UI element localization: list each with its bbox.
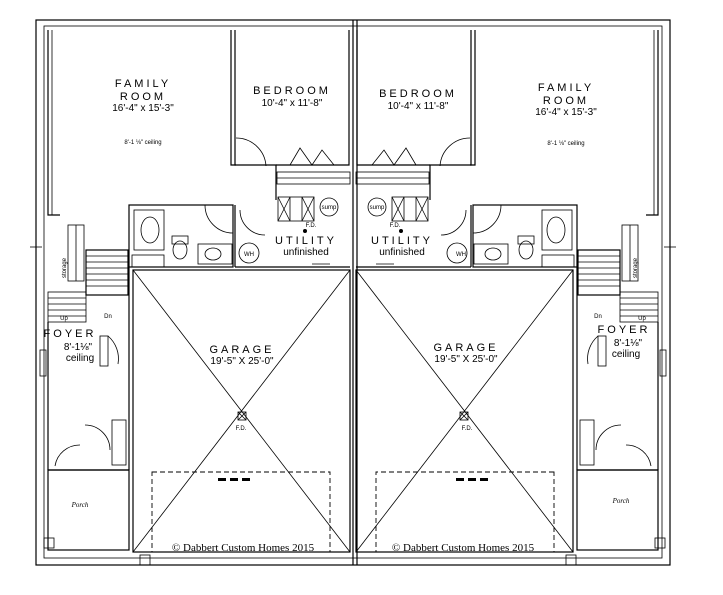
foyer-ceiling-1: 8'-1⅛" — [64, 342, 93, 353]
foyer-ceiling-1: 8'-1⅛" — [614, 338, 643, 349]
family-room-size: 16'-4" x 15'-3" — [112, 103, 174, 114]
family-room-name-2: ROOM — [120, 91, 166, 103]
right-unit — [355, 30, 667, 553]
garage-floor-drain: F.D. — [462, 426, 473, 432]
family-room-size: 16'-4" x 15'-3" — [535, 107, 597, 118]
bedroom-name: BEDROOM — [253, 85, 331, 97]
family-room-ceiling: 8'-1 ⅛" ceiling — [547, 141, 584, 147]
family-room-name-1: FAMILY — [115, 78, 171, 90]
foyer-name: FOYER — [44, 328, 97, 340]
stair-down-label: Dn — [594, 314, 602, 320]
porch-label: Porch — [71, 501, 89, 509]
left-unit — [39, 30, 351, 553]
utility-note: unfinished — [283, 247, 329, 258]
utility-note: unfinished — [379, 247, 425, 258]
stair-up-label: Up — [60, 316, 68, 322]
storage-label: storage — [62, 257, 68, 278]
bedroom-name: BEDROOM — [379, 88, 457, 100]
garage-size: 19'-5" X 25'-0" — [434, 354, 498, 365]
copyright-left: © Dabbert Custom Homes 2015 — [172, 542, 315, 554]
porch-label: Porch — [612, 497, 630, 505]
foyer-name: FOYER — [598, 324, 651, 336]
garage-name: GARAGE — [209, 344, 274, 356]
bedroom-size: 10'-4" x 11'-8" — [262, 98, 323, 109]
building-outline — [30, 19, 676, 566]
floor-drain-label: F.D. — [390, 223, 401, 229]
foyer-ceiling-2: ceiling — [66, 353, 94, 364]
storage-label: storage — [633, 257, 639, 278]
water-heater-label: WH — [456, 252, 466, 258]
family-room-name-1: FAMILY — [538, 82, 594, 94]
garage-floor-drain: F.D. — [236, 426, 247, 432]
stair-down-label: Dn — [104, 314, 112, 320]
family-room-ceiling: 8'-1 ⅛" ceiling — [124, 140, 161, 146]
right-labels: FAMILY ROOM 16'-4" x 15'-3" 8'-1 ⅛" ceil… — [370, 82, 651, 554]
garage-size: 19'-5" X 25'-0" — [210, 356, 274, 367]
copyright-right: © Dabbert Custom Homes 2015 — [392, 542, 535, 554]
utility-name: UTILITY — [275, 235, 337, 247]
family-room-name-2: ROOM — [543, 95, 589, 107]
bedroom-size: 10'-4" x 11'-8" — [388, 101, 449, 112]
left-labels: FAMILY ROOM 16'-4" x 15'-3" 8'-1 ⅛" ceil… — [44, 78, 337, 554]
utility-name: UTILITY — [371, 235, 433, 247]
sump-label: sump — [370, 205, 385, 211]
stair-up-label: Up — [638, 316, 646, 322]
foyer-ceiling-2: ceiling — [612, 349, 640, 360]
sump-label: sump — [322, 205, 337, 211]
water-heater-label: WH — [244, 252, 254, 258]
floor-drain-label: F.D. — [306, 223, 317, 229]
garage-name: GARAGE — [433, 342, 498, 354]
